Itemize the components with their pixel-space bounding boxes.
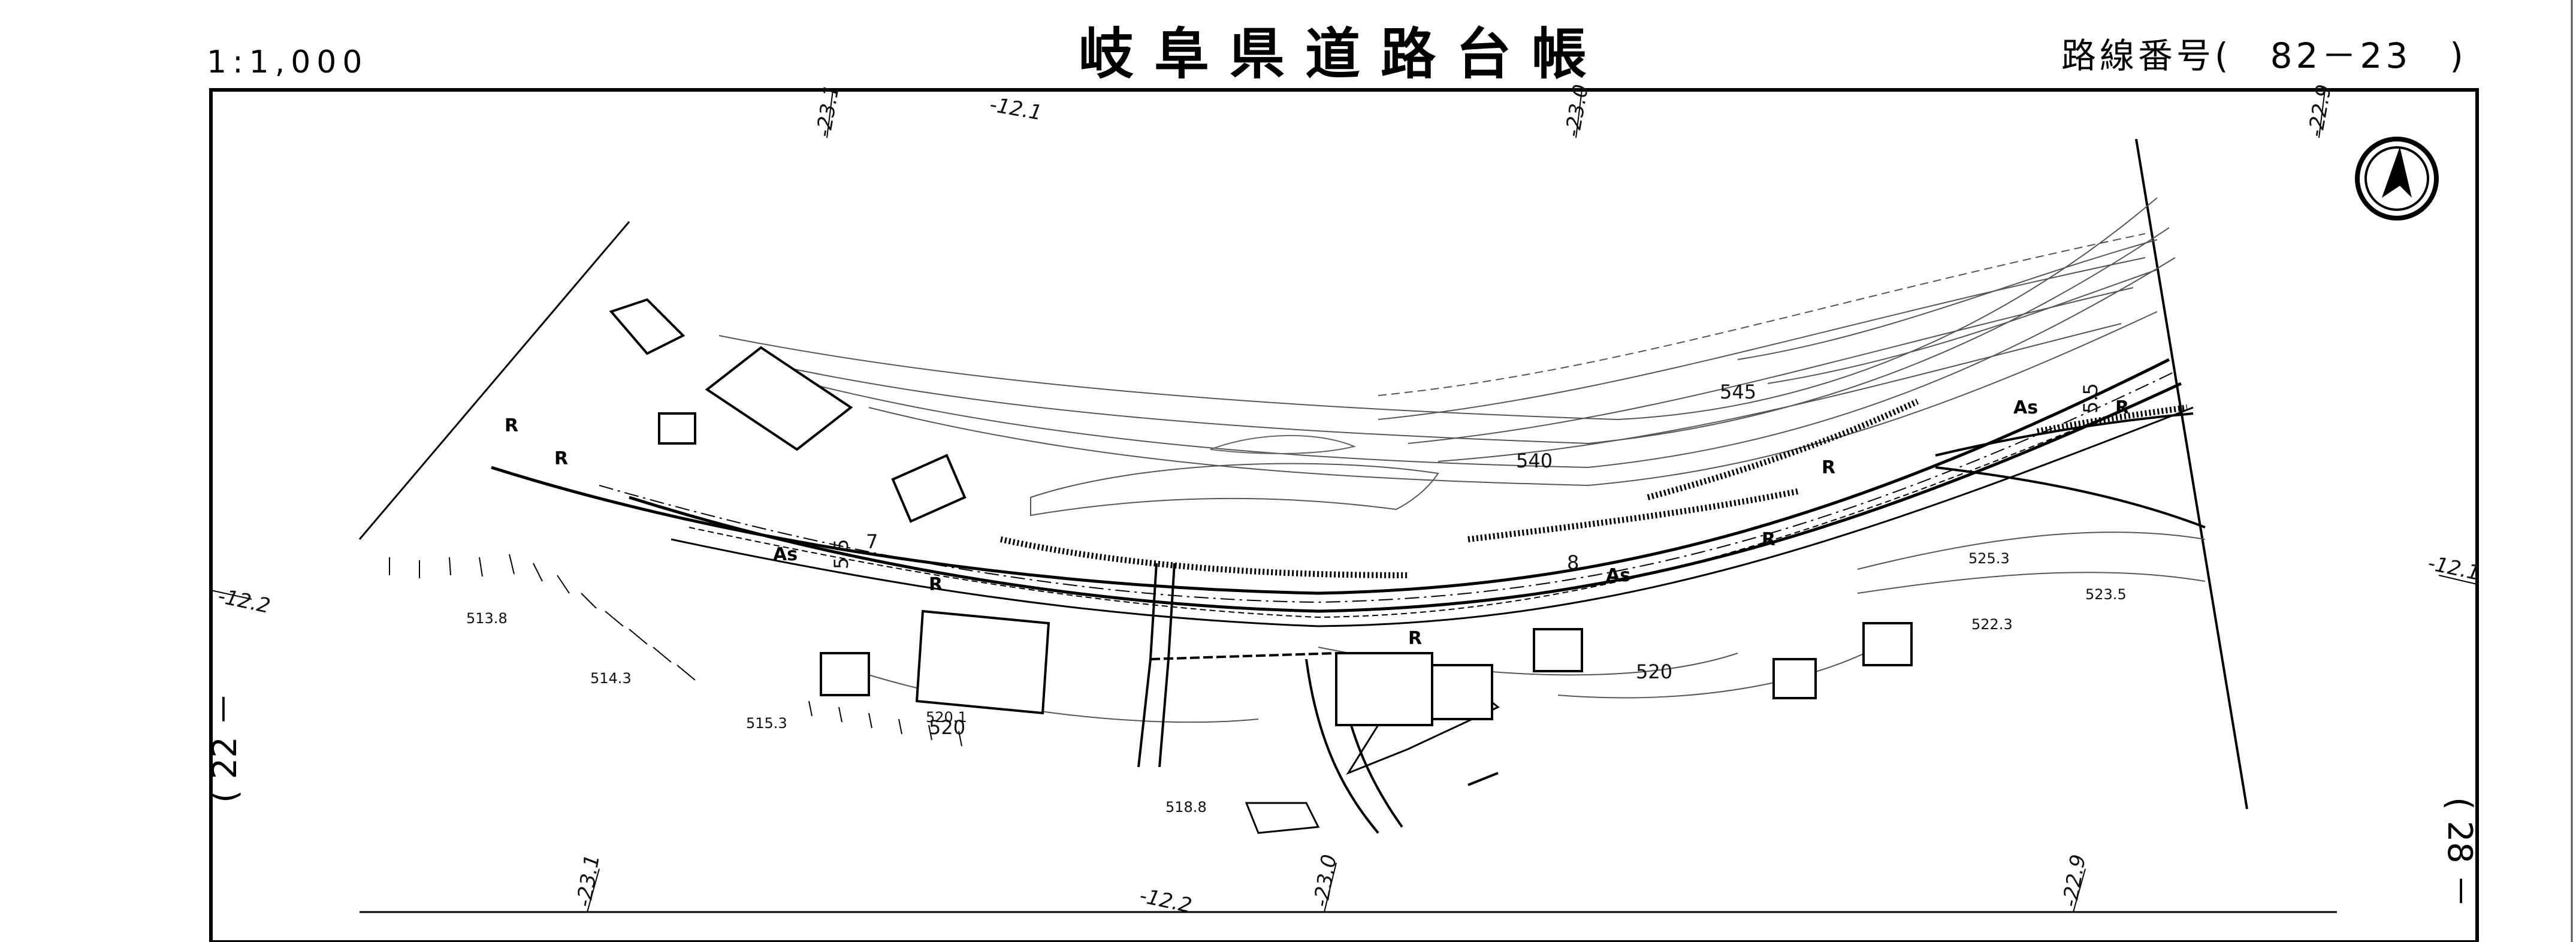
elevation-label: 525.3 (1968, 550, 2010, 567)
page-title: 岐阜県道路台帳 (1079, 22, 1608, 86)
survey-boundary-left (358, 221, 630, 540)
road-edge-label: R (1762, 529, 1775, 550)
contour-label-545: 545 (1720, 381, 1756, 403)
elevation-label: 515.3 (746, 715, 787, 732)
retaining-walls (999, 398, 2188, 834)
road-edge-label: R (1408, 628, 1422, 649)
grid-label-left: -12.2 (216, 584, 272, 618)
slope-hachures (389, 554, 962, 747)
grid-label-top-2: -12.1 (987, 92, 1044, 125)
route-number: 路線番号( 82－23 ) (2061, 35, 2467, 76)
elevation-label: 522.3 (1971, 616, 2013, 633)
contour-label-520b: 520 (1636, 660, 1672, 683)
contour-label-520a: 520 (929, 716, 965, 739)
main-road (491, 358, 2194, 627)
elevation-label: 514.3 (590, 670, 632, 687)
side-roads (1137, 412, 2206, 834)
road-edge-label: R (1822, 457, 1835, 478)
buildings (609, 298, 1913, 726)
vegetation-area (1210, 434, 1357, 454)
road-width-label: 5.5 (2079, 383, 2102, 413)
map-frame (209, 88, 2479, 942)
grid-label-bottom-4: -22.9 (2058, 853, 2091, 909)
elevation-label: 523.5 (2085, 586, 2127, 603)
elevation-label: 513.8 (466, 610, 508, 627)
road-surface-label: As (773, 544, 798, 565)
north-arrow-icon (2355, 137, 2439, 221)
contour-lines (718, 197, 2176, 487)
road-surface-label: As (2013, 397, 2038, 418)
contour-label-540: 540 (1516, 449, 1553, 472)
elevation-label: 518.8 (1165, 799, 1207, 816)
road-surface-label: As (1606, 565, 1630, 586)
road-width-label: 5.5 (830, 539, 853, 569)
grid-ticks (210, 89, 2478, 913)
road-edge-label: R (554, 448, 568, 469)
direction-arrow (1467, 772, 1499, 786)
road-edge-label: R (2115, 397, 2129, 418)
survey-boundary-right (2135, 138, 2248, 810)
road-width-label: 7 (866, 530, 878, 553)
grid-label-right: -12.1 (2426, 551, 2482, 585)
elevation-label: 520.1 (926, 709, 967, 726)
road-edge-label: R (929, 574, 943, 595)
road-width-label: 8 (1567, 551, 1579, 574)
road-edge-label: R (505, 415, 518, 436)
map-scale: 1:1,000 (207, 44, 369, 80)
embankment (1030, 463, 1439, 517)
grid-label-bottom-1: -23.1 (572, 853, 605, 909)
grid-label-bottom-3: -23.0 (1309, 853, 1342, 909)
